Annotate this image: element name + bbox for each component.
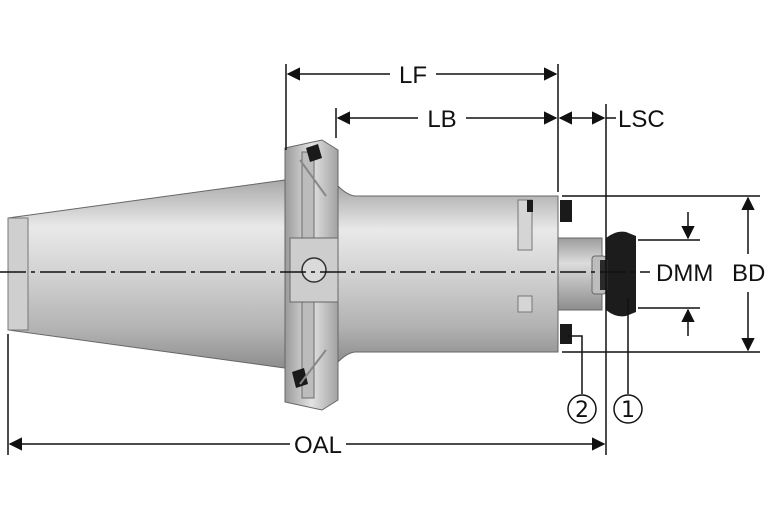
oal-label: OAL (294, 432, 342, 459)
holder-body (7, 139, 636, 411)
bd-label: BD (732, 260, 765, 287)
callout-2-number: 2 (575, 398, 589, 423)
taper-end-face (7, 217, 29, 331)
drive-key-top-tip (527, 200, 533, 212)
lsc-label: LSC (618, 106, 665, 133)
set-screw-top (560, 200, 572, 222)
drive-key-bottom (517, 295, 533, 313)
drive-key-top (517, 199, 533, 251)
dimension-lines (7, 64, 760, 455)
dmm-label: DMM (656, 260, 713, 287)
lf-label: LF (399, 62, 427, 89)
orientation-hole-icon (301, 257, 327, 283)
callout-1-number: 1 (621, 398, 635, 423)
callout-1: 1 (613, 394, 643, 424)
callout-2-leader (568, 335, 583, 394)
flange-notch-bottom (292, 368, 308, 388)
lb-label: LB (427, 106, 456, 133)
callout-2: 2 (567, 394, 597, 424)
arbor-cap (606, 231, 636, 317)
arbor-cap-stud (600, 260, 608, 290)
taper-shank (7, 179, 286, 369)
holder-cylinder (337, 184, 559, 364)
flange-notch-top (306, 144, 322, 162)
set-screw-bottom (560, 324, 572, 344)
